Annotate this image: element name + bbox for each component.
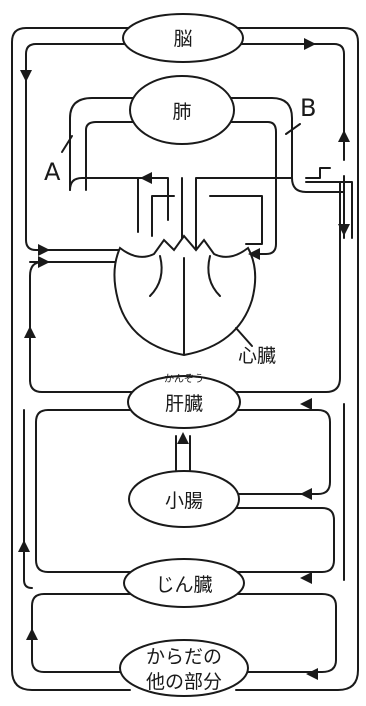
lung-return-bottom-right bbox=[305, 167, 331, 179]
arrow-vena-left2 bbox=[38, 256, 50, 268]
label-a: A bbox=[44, 158, 61, 186]
arrow-brain-left bbox=[20, 70, 32, 82]
left-trunk-lower bbox=[23, 409, 33, 589]
label-a-leader bbox=[61, 135, 73, 153]
arrow-body-right bbox=[306, 668, 318, 680]
lung-shape bbox=[129, 75, 235, 145]
outer-loop-left bbox=[11, 27, 131, 691]
arrow-liver-right bbox=[300, 398, 312, 410]
heart-leader-line bbox=[235, 327, 253, 347]
arrow-kidney-right bbox=[300, 572, 312, 584]
arrow-body-left-up bbox=[26, 628, 38, 640]
arrow-lung-in bbox=[140, 172, 152, 184]
liver-shape bbox=[127, 375, 241, 429]
arrow-si-right bbox=[300, 488, 312, 500]
lung-return-bottom bbox=[69, 177, 169, 221]
right-trunk bbox=[227, 181, 341, 393]
heart-label: 心臓 bbox=[238, 345, 276, 367]
lung-loop-outer-right bbox=[227, 97, 345, 193]
arrow-brain-right-top bbox=[304, 38, 316, 50]
kidney-shape bbox=[123, 558, 245, 608]
body-shape bbox=[119, 639, 249, 697]
lung-label: 肺 bbox=[172, 101, 191, 123]
lung-loop-inner-right bbox=[223, 121, 277, 255]
systemic-top-connector bbox=[305, 181, 353, 239]
liver-loop-left bbox=[35, 409, 141, 573]
kidney-label: じん臓 bbox=[155, 574, 212, 596]
vein-into-heart bbox=[137, 177, 175, 237]
body-label-line1: からだの bbox=[146, 646, 222, 668]
label-b: B bbox=[300, 94, 316, 122]
lung-loop-inner bbox=[85, 121, 141, 191]
arrow-vena-left bbox=[38, 244, 50, 256]
brain-inner-left bbox=[25, 43, 133, 251]
brain-inner-right bbox=[233, 43, 345, 161]
lung-loop-outer bbox=[69, 97, 137, 191]
kidney-loop-right bbox=[235, 593, 337, 673]
heart-valve-left bbox=[149, 255, 221, 297]
liver-ruby: かんぞう bbox=[164, 373, 204, 385]
outer-loop-right bbox=[235, 27, 359, 691]
aorta-stem bbox=[181, 177, 293, 249]
portal-vein bbox=[175, 435, 191, 471]
pulm-vein-right bbox=[209, 195, 263, 245]
arrow-right-down bbox=[338, 224, 350, 236]
arrow-left-lower-up bbox=[18, 540, 30, 552]
small-intestine-shape bbox=[128, 470, 240, 528]
small-intestine-label: 小腸 bbox=[165, 490, 203, 512]
body-label-line2: 他の部分 bbox=[146, 671, 222, 693]
arrow-pulm-vein bbox=[248, 248, 260, 260]
si-lower-right bbox=[227, 507, 335, 573]
arrow-portal-up bbox=[177, 432, 189, 444]
label-b-leader bbox=[285, 123, 301, 135]
left-trunk bbox=[29, 261, 141, 393]
brain-shape bbox=[122, 13, 244, 63]
arrow-right-up bbox=[338, 130, 350, 142]
liver-loop-right bbox=[227, 409, 331, 495]
liver-label: 肝臓 bbox=[165, 393, 203, 415]
kidney-loop-left bbox=[31, 593, 131, 673]
brain-label: 脳 bbox=[173, 28, 192, 50]
arrow-left-trunk-up bbox=[24, 326, 36, 338]
